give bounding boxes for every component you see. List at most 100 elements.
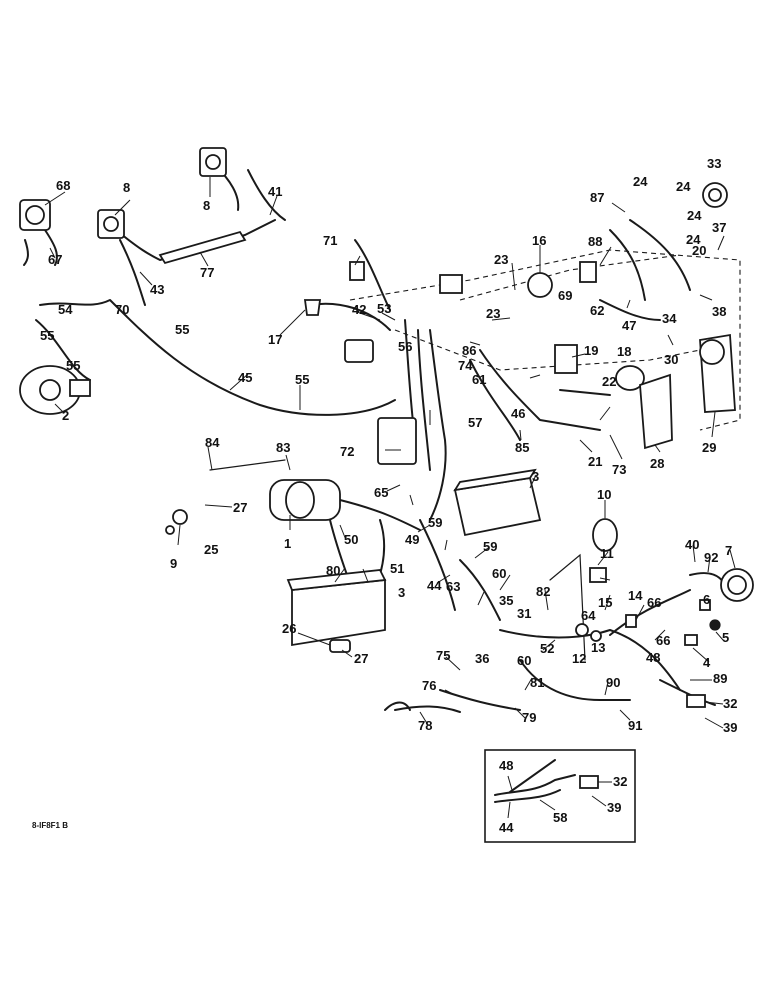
callout-76: 76 <box>422 678 436 693</box>
callout-89: 89 <box>713 671 727 686</box>
callout-41: 41 <box>268 184 282 199</box>
callout-50: 50 <box>344 532 358 547</box>
callout-55-b: 55 <box>66 358 80 373</box>
callout-75: 75 <box>436 648 450 663</box>
connector-13 <box>590 630 602 642</box>
callout-52: 52 <box>540 641 554 656</box>
inset-frame <box>484 749 636 843</box>
callout-53: 53 <box>377 301 391 316</box>
callout-68: 68 <box>56 178 70 193</box>
callout-66-b: 66 <box>656 633 670 648</box>
callout-21: 21 <box>588 454 602 469</box>
callout-24-c: 24 <box>687 208 702 223</box>
callout-65: 65 <box>374 485 388 500</box>
callout-7: 7 <box>725 543 732 558</box>
gauge-33-inner <box>708 188 722 202</box>
callout-83: 83 <box>276 440 290 455</box>
callout-66-a: 66 <box>647 595 661 610</box>
callout-5: 5 <box>722 630 729 645</box>
callout-55-c: 55 <box>175 322 189 337</box>
callout-86: 86 <box>462 343 476 358</box>
callout-8-left: 8 <box>123 180 130 195</box>
callout-59-a: 59 <box>428 515 442 530</box>
inset-callout-44: 44 <box>499 820 514 835</box>
callout-55-a: 55 <box>40 328 54 343</box>
callout-79: 79 <box>522 710 536 725</box>
callout-34: 34 <box>662 311 677 326</box>
callout-72: 72 <box>340 444 354 459</box>
callout-33: 33 <box>707 156 721 171</box>
callout-74: 74 <box>458 358 473 373</box>
callout-78: 78 <box>418 718 432 733</box>
callout-44: 44 <box>427 578 442 593</box>
callout-45: 45 <box>238 370 252 385</box>
lamp-6 <box>699 599 711 611</box>
callout-24-d: 24 <box>686 232 701 247</box>
fuse-block-19 <box>554 344 578 374</box>
callout-27-a: 27 <box>233 500 247 515</box>
callout-61: 61 <box>472 372 486 387</box>
callout-10: 10 <box>597 487 611 502</box>
callout-80: 80 <box>326 563 340 578</box>
switch-8-left <box>97 209 125 239</box>
connector-block-a <box>344 339 374 363</box>
bracket-15 <box>589 567 607 583</box>
inset-callout-39: 39 <box>607 800 621 815</box>
callout-70: 70 <box>115 302 129 317</box>
callout-85: 85 <box>515 440 529 455</box>
callout-31: 31 <box>517 606 531 621</box>
callout-25: 25 <box>204 542 218 557</box>
callout-24-a: 24 <box>633 174 648 189</box>
callout-47: 47 <box>622 318 636 333</box>
panel-28 <box>639 373 673 450</box>
connector-88 <box>579 261 597 283</box>
regulator-72 <box>377 417 417 465</box>
callout-88: 88 <box>588 234 602 249</box>
callout-69: 69 <box>558 288 572 303</box>
starter-motor-1 <box>269 479 341 521</box>
callout-3-bottom: 3 <box>398 585 405 600</box>
cable-78 <box>384 701 411 711</box>
clamp-26 <box>329 639 351 653</box>
callout-16: 16 <box>532 233 546 248</box>
bracket-77 <box>158 230 247 265</box>
callout-8-right: 8 <box>203 198 210 213</box>
wire-harness-paths <box>23 164 726 713</box>
callout-90: 90 <box>606 675 620 690</box>
callout-81: 81 <box>530 675 544 690</box>
callout-labels: 68 8 8 41 67 77 43 54 70 55 55 55 55 45 … <box>40 156 737 735</box>
lamp-4 <box>684 634 698 646</box>
inset-switch-32 <box>579 775 599 789</box>
callout-82: 82 <box>536 584 550 599</box>
callout-24-b: 24 <box>676 179 691 194</box>
callout-23-a: 23 <box>494 252 508 267</box>
callout-6: 6 <box>703 592 710 607</box>
callout-55-d: 55 <box>295 372 309 387</box>
callout-37: 37 <box>712 220 726 235</box>
sensor-25 <box>172 509 188 525</box>
callout-43: 43 <box>150 282 164 297</box>
callout-77: 77 <box>200 265 214 280</box>
callout-73: 73 <box>612 462 626 477</box>
callout-13: 13 <box>591 640 605 655</box>
callout-3-top: 3 <box>532 469 539 484</box>
inset-callout-48: 48 <box>499 758 513 773</box>
callout-57: 57 <box>468 415 482 430</box>
callout-87: 87 <box>590 190 604 205</box>
callout-32: 32 <box>723 696 737 711</box>
callout-60-a: 60 <box>492 566 506 581</box>
callout-22: 22 <box>602 374 616 389</box>
callout-54: 54 <box>58 302 73 317</box>
panel-29-lamp <box>699 339 725 365</box>
callout-19: 19 <box>584 343 598 358</box>
switch-32 <box>686 694 706 708</box>
callout-15: 15 <box>598 595 612 610</box>
lamp-5 <box>709 619 721 631</box>
fitting-14 <box>625 614 637 628</box>
components <box>19 147 754 711</box>
callout-84: 84 <box>205 435 220 450</box>
callout-9: 9 <box>170 556 177 571</box>
callout-67: 67 <box>48 252 62 267</box>
callout-46: 46 <box>511 406 525 421</box>
